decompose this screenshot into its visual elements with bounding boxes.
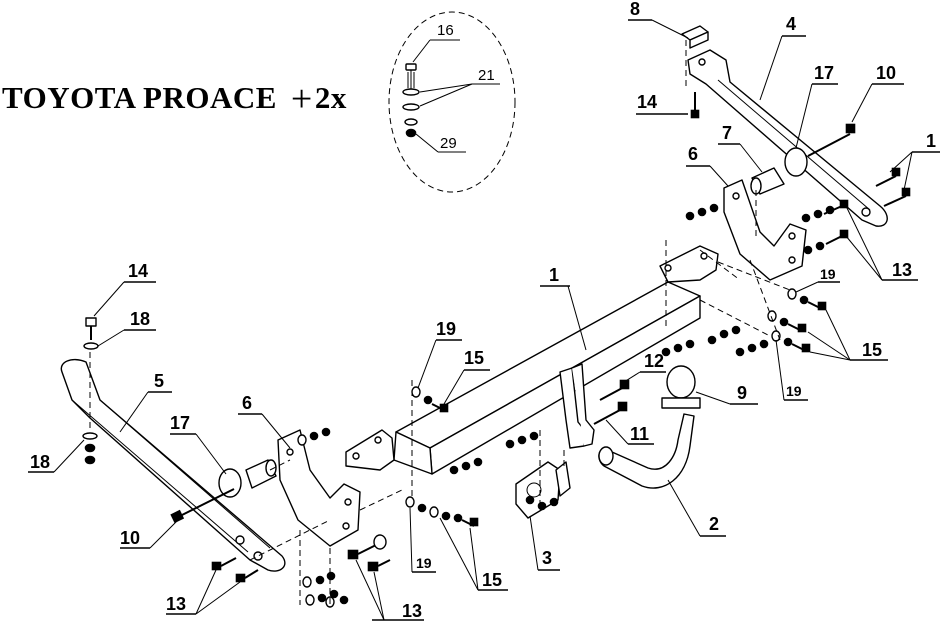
multiplier: 2x: [314, 80, 347, 115]
callout-19-low: 19: [416, 555, 432, 571]
callout-8: 8: [630, 0, 640, 19]
right-vertical-bolt: [690, 92, 700, 119]
right-bolts: [875, 167, 911, 207]
towball-neck: [598, 413, 695, 489]
left-side-arm: [60, 358, 286, 572]
hardware-nuts: [211, 199, 849, 608]
callout-5: 5: [154, 371, 164, 391]
left-spacer-tube: [218, 459, 277, 498]
callout-13-left: 13: [166, 594, 186, 614]
callout-14-left: 14: [128, 261, 148, 281]
plus-sign: +: [290, 78, 313, 120]
assembly-guide-lines: [89, 40, 791, 605]
callout-21: 21: [478, 67, 495, 84]
vehicle-name: TOYOTA PROACE: [2, 80, 277, 115]
callout-17-left: 17: [170, 413, 190, 433]
callout-15-low: 15: [482, 570, 502, 590]
callout-9: 9: [737, 383, 747, 403]
socket-plate: [515, 461, 571, 519]
callout-29: 29: [440, 135, 457, 152]
callout-11: 11: [630, 424, 649, 444]
hardware-set-callout-ellipse: [388, 11, 516, 193]
right-spacer-tube: [750, 123, 856, 195]
callout-17-right: 17: [814, 63, 834, 83]
callout-13-right: 13: [892, 260, 912, 280]
callout-12: 12: [644, 351, 664, 371]
callout-13-mid: 13: [402, 601, 422, 621]
callout-10-right: 10: [876, 63, 896, 83]
callout-14-right: 14: [637, 92, 657, 112]
hitch-bolts: [593, 379, 630, 425]
callout-4: 4: [786, 14, 796, 34]
left-long-bolt: [170, 488, 235, 524]
callout-10-left: 10: [120, 528, 140, 548]
callout-2: 2: [709, 514, 719, 534]
callout-18-top: 18: [130, 309, 150, 329]
towball-head: [661, 365, 701, 409]
callout-15-right: 15: [862, 340, 882, 360]
callout-15-mid: 15: [464, 348, 484, 368]
left-vertical-hardware: [82, 317, 99, 465]
center-hitch-brackets: [559, 363, 595, 449]
hardware-set-parts: [402, 63, 420, 138]
callout-1-main: 1: [549, 265, 559, 285]
callout-16: 16: [437, 22, 454, 39]
callout-18-bottom: 18: [30, 452, 50, 472]
callout-6-left: 6: [242, 393, 252, 413]
callout-6-right: 6: [688, 144, 698, 164]
callout-19-mid: 19: [436, 319, 456, 339]
callout-1-right: 1: [926, 131, 936, 151]
right-mount-plate: [723, 179, 807, 281]
callout-3: 3: [542, 548, 552, 568]
left-mount-plate: [277, 429, 361, 547]
callout-19-right2: 19: [786, 383, 802, 399]
callout-19-right: 19: [820, 266, 836, 282]
diagram-title: TOYOTA PROACE +2x: [2, 74, 347, 120]
callout-7: 7: [722, 123, 732, 143]
right-side-arm: [687, 49, 888, 227]
